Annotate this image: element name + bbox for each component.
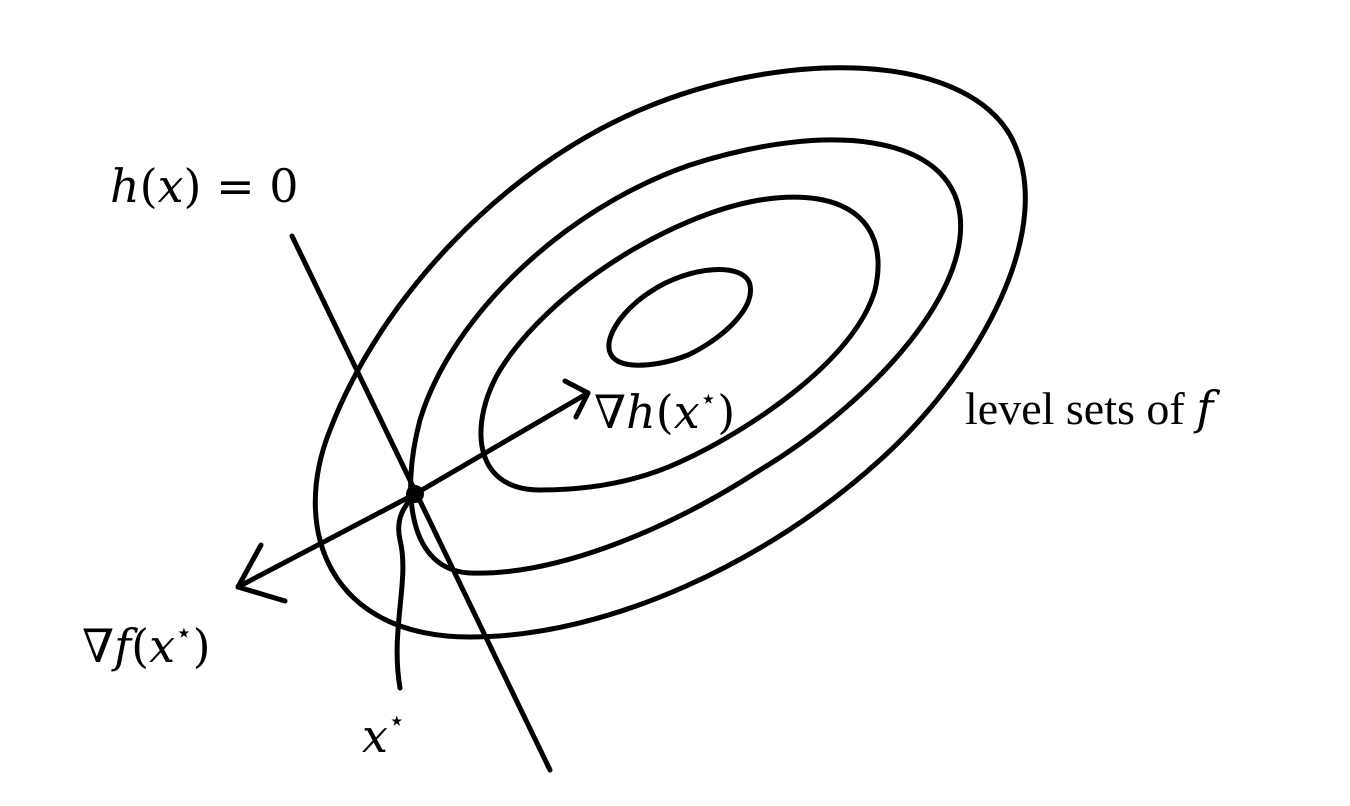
level-sets-group [312,65,1028,640]
x-star-pointer [394,491,418,691]
constraint-line [289,233,553,773]
constraint-label: h(x) = 0 [110,159,299,213]
grad-h-label: ∇h(x⋆) [594,382,735,439]
level-set-outer [312,65,1028,640]
x-star-label: x⋆ [362,704,405,763]
grad-f-arrow [235,491,418,604]
level-set-inner [606,267,753,368]
level-sets-label: level sets of f [965,381,1220,435]
level-set-third [478,194,881,493]
level-set-second [408,137,964,576]
grad-h-arrow [412,378,591,497]
grad-f-label: ∇f(x⋆) [82,616,211,673]
